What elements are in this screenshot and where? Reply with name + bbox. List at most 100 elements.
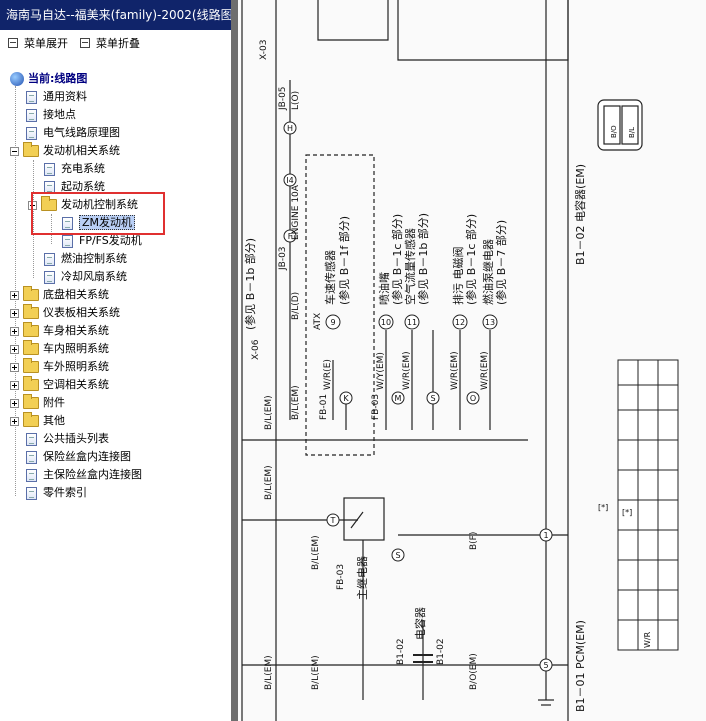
connector-label: X-03 [259,40,269,60]
tree-item-main-fuse-box[interactable]: 主保险丝盒内连接图 [26,466,142,484]
connector-label: FB-03 [371,394,381,420]
expand-toggle-icon[interactable] [10,362,19,372]
document-icon [62,234,73,248]
folder-icon [23,394,39,409]
pcm-note: [*] [598,503,608,512]
tree-item-parts-index[interactable]: 零件索引 [26,484,87,502]
wire-label: W/R(EM) [450,351,460,390]
folder-icon [23,286,39,301]
folder-open-icon [41,196,57,211]
tree-item-instrument[interactable]: 仪表板相关系统 [10,304,120,322]
expand-toggle-icon[interactable] [10,326,19,336]
reference-note: (参见 B－1b 部分) [416,213,430,305]
wire-label: B/L(EM) [311,535,321,570]
navigation-pane: 海南马自达--福美来(family)-2002(线路图) 菜单展开 菜单折叠 当… [0,0,231,721]
tree-item-exterior-light[interactable]: 车外照明系统 [10,358,109,376]
wire-label: B/L(EM) [264,465,274,500]
component-purge: 排污 电磁阀 [451,247,465,306]
folder-icon [23,412,39,427]
wire-label: B/L(EM) [291,385,301,420]
tree-root[interactable]: 当前:线路图 [10,70,87,88]
tree-item-fuse-box[interactable]: 保险丝盒内连接图 [26,448,131,466]
connector-b1-02-title: B1－02 电容器(EM) [573,164,587,265]
tree-item-interior-light[interactable]: 车内照明系统 [10,340,109,358]
tree-item-fpfs-engine[interactable]: FP/FS发动机 [62,232,142,250]
wire-label: W/R(EM) [480,351,490,390]
component-injector: 喷油嘴 [377,272,391,305]
expand-menu-label: 菜单展开 [24,37,68,50]
expand-toggle-icon[interactable] [10,380,19,390]
document-icon [26,90,37,104]
tree-connector [33,160,34,278]
node-label: 11 [407,318,417,327]
node-label: K [343,394,349,403]
wiring-diagram-view[interactable]: H I4 F 9 10 11 12 13 K M S O T S 1 5 JB-… [238,0,706,721]
collapse-menu-button[interactable]: 菜单折叠 [80,35,140,51]
node-label: 1 [543,531,548,540]
reference-note: (参见 B－1b 部分) [243,238,257,330]
connector-label: JB-05 [278,86,288,111]
node-label: T [330,516,336,525]
expand-toggle-icon[interactable] [10,308,19,318]
wire-label: B/L(D) [291,292,301,320]
node-label: 12 [455,318,465,327]
node-label: 10 [381,318,391,327]
document-icon [26,486,37,500]
expand-menu-button[interactable]: 菜单展开 [8,35,68,51]
connector-label: B1-02 [396,638,406,665]
tree-item-accessories[interactable]: 附件 [10,394,65,412]
folder-icon [23,376,39,391]
folder-icon [23,304,39,319]
wire-label: W/R(E) [323,359,333,390]
connector-b1-01-title: B1－01 PCM(EM) [574,620,587,712]
tree-item-ground[interactable]: 接地点 [26,106,76,124]
document-icon [26,126,37,140]
component-main-relay: 主继电器 [356,556,369,600]
document-icon [26,432,37,446]
wiring-diagram: H I4 F 9 10 11 12 13 K M S O T S 1 5 JB-… [241,0,679,721]
tree-item-body[interactable]: 车身相关系统 [10,322,109,340]
reference-note: (参见 B－1f 部分) [337,216,351,305]
globe-icon [10,72,24,86]
expand-toggle-icon[interactable] [10,344,19,354]
document-icon [62,216,73,230]
node-label: S [395,551,400,560]
tree-item-other[interactable]: 其他 [10,412,65,430]
tree-item-engine-systems[interactable]: 发动机相关系统 [10,142,120,160]
tree-item-cooling-fan[interactable]: 冷却风扇系统 [44,268,127,286]
connector-label: JB-03 [278,246,288,271]
wire-label: B/L(EM) [264,655,274,690]
node-label: I4 [286,176,293,185]
tree-item-chassis[interactable]: 底盘相关系统 [10,286,109,304]
tree-item-general[interactable]: 通用资料 [26,88,87,106]
document-icon [26,468,37,482]
fuse-label: ENGINE 10A [291,184,301,240]
document-icon [44,162,55,176]
connector-label: FB-01 [319,394,329,420]
collapse-toggle-icon[interactable] [10,146,19,156]
component-capacitor: 电容器 [413,607,427,640]
connector-label: FB-03 [336,564,346,590]
collapse-menu-label: 菜单折叠 [96,37,140,50]
tree-item-common-connectors[interactable]: 公共插头列表 [26,430,109,448]
expand-toggle-icon[interactable] [10,416,19,426]
pin-label: W/R [643,631,652,648]
component-maf: 空气流量传感器 [403,228,417,305]
tree-item-charging[interactable]: 充电系统 [44,160,105,178]
reference-note: (参见 B－7 部分) [494,220,508,305]
tree-item-fuel-control[interactable]: 燃油控制系统 [44,250,127,268]
tree-connector [51,214,52,244]
expand-toggle-icon[interactable] [10,398,19,408]
folder-icon [23,340,39,355]
tree-toolbar: 菜单展开 菜单折叠 [0,30,231,56]
tree-item-zm-engine[interactable]: ZM发动机 [62,214,136,232]
tree-item-schematic[interactable]: 电气线路原理图 [26,124,120,142]
expand-toggle-icon[interactable] [10,290,19,300]
tree-item-ac[interactable]: 空调相关系统 [10,376,109,394]
pane-splitter[interactable] [231,0,238,721]
annotation-highlight-box [31,192,165,235]
menu-expand-icon [8,38,18,48]
pin-label: B/O [610,125,618,138]
selected-item-label: ZM发动机 [79,215,136,230]
wire-label: B/L(EM) [264,395,274,430]
